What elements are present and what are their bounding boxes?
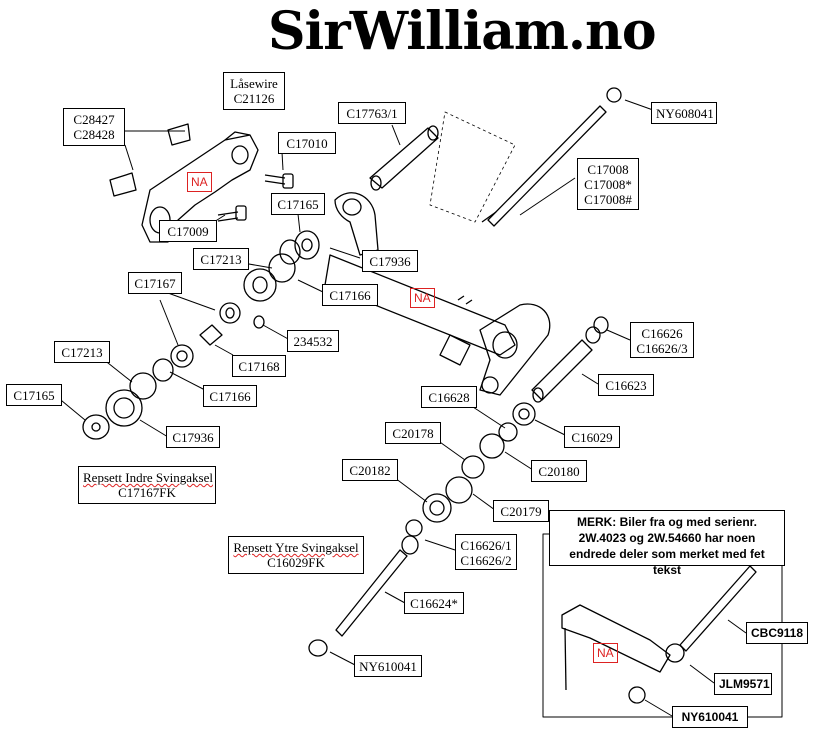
label-c20182: C20182 bbox=[342, 459, 398, 481]
label-c17166-top: C17166 bbox=[322, 284, 378, 306]
label-repsett-ytre: Repsett Ytre Svingaksel C16029FK bbox=[228, 536, 364, 574]
label-c16628: C16628 bbox=[421, 386, 477, 408]
washer-c17165-top bbox=[294, 230, 320, 260]
label-c17008-line1: C17008 bbox=[587, 162, 629, 177]
label-c17168: C17168 bbox=[232, 355, 286, 377]
label-234532: 234532 bbox=[287, 330, 339, 352]
label-ny610041-a: NY610041 bbox=[354, 655, 422, 677]
label-c16626-1-line2: C16626/2 bbox=[460, 553, 512, 568]
label-c17166-left: C17166 bbox=[203, 385, 257, 407]
label-repsett-ytre-line1: Repsett Ytre Svingaksel bbox=[233, 540, 359, 555]
label-c20179: C20179 bbox=[493, 500, 549, 522]
label-c17165-left: C17165 bbox=[6, 384, 62, 406]
dashed-outline bbox=[429, 111, 516, 223]
label-lasewire-line2: C21126 bbox=[233, 91, 275, 106]
bushing-c17166-top bbox=[243, 268, 277, 302]
tube-c17763 bbox=[369, 127, 439, 189]
label-cbc9118: CBC9118 bbox=[746, 622, 808, 644]
rod-c17008 bbox=[487, 105, 607, 227]
label-c16626-1-line1: C16626/1 bbox=[460, 538, 512, 553]
label-c17167: C17167 bbox=[128, 272, 182, 294]
label-c20180: C20180 bbox=[531, 460, 587, 482]
label-repsett-indre-line2: C17167FK bbox=[118, 485, 176, 500]
label-c28427: C28427 C28428 bbox=[63, 108, 125, 146]
label-lasewire: Låsewire C21126 bbox=[223, 72, 285, 110]
label-c17008-line2: C17008* bbox=[584, 177, 632, 192]
label-c17213-top: C17213 bbox=[193, 248, 249, 270]
label-ny610041-b: NY610041 bbox=[672, 706, 748, 728]
na-mark-2: NA bbox=[410, 288, 435, 308]
label-jlm9571: JLM9571 bbox=[714, 673, 772, 695]
label-repsett-indre: Repsett Indre Svingaksel C17167FK bbox=[78, 466, 216, 504]
label-c16626-line2: C16626/3 bbox=[636, 341, 688, 356]
label-c20178: C20178 bbox=[385, 422, 441, 444]
site-logo: SirWilliam.no bbox=[268, 1, 657, 62]
label-c17213-left: C17213 bbox=[54, 341, 110, 363]
clip-2 bbox=[109, 172, 137, 197]
label-c16626-1: C16626/1 C16626/2 bbox=[455, 534, 517, 570]
label-c17008: C17008 C17008* C17008# bbox=[577, 158, 639, 210]
label-c16623: C16623 bbox=[598, 374, 654, 396]
label-c17763: C17763/1 bbox=[338, 102, 406, 124]
label-repsett-indre-line1: Repsett Indre Svingaksel bbox=[83, 470, 213, 485]
label-c17936-top: C17936 bbox=[362, 250, 418, 272]
label-c17010: C17010 bbox=[278, 132, 336, 154]
label-c28427-line1: C28427 bbox=[73, 112, 115, 127]
label-c16029: C16029 bbox=[564, 426, 620, 448]
label-ny608041: NY608041 bbox=[651, 102, 717, 124]
note-merk: MERK: Biler fra og med serienr. 2W.4023 … bbox=[549, 510, 785, 577]
label-c16626: C16626 C16626/3 bbox=[630, 322, 694, 358]
label-c16626-line1: C16626 bbox=[641, 326, 683, 341]
clip-1 bbox=[167, 123, 191, 146]
label-c17165-top: C17165 bbox=[271, 193, 325, 215]
label-c28427-line2: C28428 bbox=[73, 127, 115, 142]
na-mark-1: NA bbox=[187, 172, 212, 192]
label-c16624: C16624* bbox=[404, 592, 464, 614]
label-c17009: C17009 bbox=[159, 220, 217, 242]
main-shaft bbox=[324, 254, 516, 356]
na-mark-3: NA bbox=[593, 643, 618, 663]
label-repsett-ytre-line2: C16029FK bbox=[267, 555, 325, 570]
label-c17936-left: C17936 bbox=[166, 426, 220, 448]
label-lasewire-line1: Låsewire bbox=[230, 76, 278, 91]
label-c17008-line3: C17008# bbox=[584, 192, 632, 207]
